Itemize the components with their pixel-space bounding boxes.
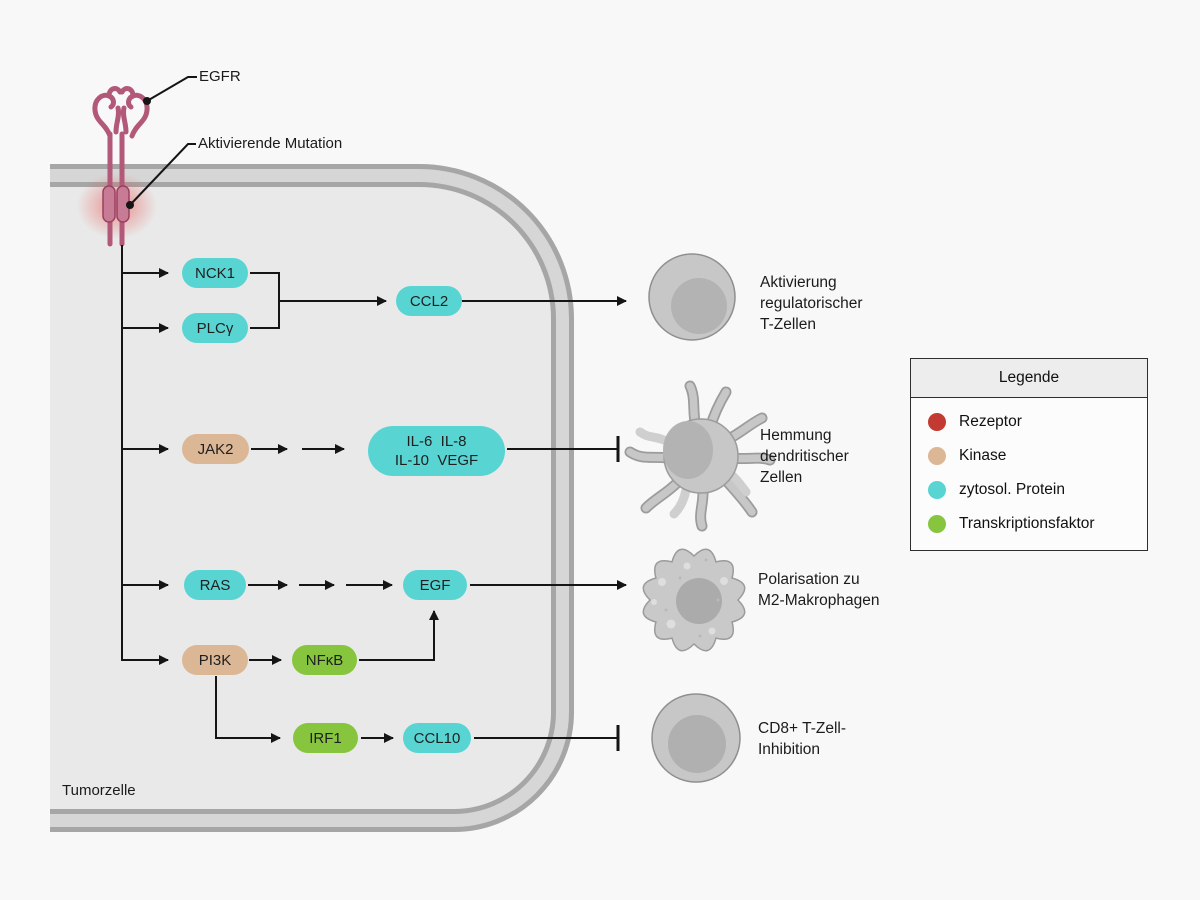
legend-item-label: zytosol. Protein	[959, 481, 1065, 498]
node-irf1: IRF1	[293, 723, 358, 753]
node-ccl2: CCL2	[396, 286, 462, 316]
cytokines-line-1: IL-6 IL-8	[406, 433, 467, 450]
node-plcy: PLCγ	[182, 313, 248, 343]
cd8-tcell-illustration	[651, 693, 741, 783]
cell-membrane	[50, 164, 574, 832]
outcome-dendritic-label: Hemmung dendritischer Zellen	[760, 427, 849, 486]
node-nck1: NCK1	[182, 258, 248, 288]
legend-items: Rezeptor Kinase zytosol. Protein Transkr…	[911, 398, 1147, 550]
node-jak2: JAK2	[182, 434, 249, 464]
node-nfkb: NFκB	[292, 645, 357, 675]
tumor-cell	[50, 164, 574, 832]
legend-item-rezeptor: Rezeptor	[928, 413, 1137, 431]
kinase-color-dot	[928, 447, 946, 465]
dendritic-cell-illustration	[624, 380, 776, 532]
legend-item-label: Transkriptionsfaktor	[959, 515, 1095, 532]
cytosolic-protein-color-dot	[928, 481, 946, 499]
egfr-leader-line	[143, 76, 197, 105]
legend-item-transkriptionsfaktor: Transkriptionsfaktor	[928, 515, 1137, 533]
node-pi3k: PI3K	[182, 645, 248, 675]
outcome-m2-label: Polarisation zu M2-Makrophagen	[758, 571, 880, 609]
legend-box: Legende Rezeptor Kinase zytosol. Protein…	[910, 358, 1148, 551]
outcome-treg-label: Aktivierung regulatorischer T-Zellen	[760, 274, 863, 333]
mutation-label: Aktivierende Mutation	[198, 135, 343, 152]
transcription-factor-color-dot	[928, 515, 946, 533]
legend-item-kinase: Kinase	[928, 447, 1137, 465]
m2-macrophage-illustration	[642, 548, 746, 652]
node-egf: EGF	[403, 570, 467, 600]
legend-item-zytosol-protein: zytosol. Protein	[928, 481, 1137, 499]
node-ccl10: CCL10	[403, 723, 471, 753]
receptor-color-dot	[928, 413, 946, 431]
outcome-cd8-label: CD8+ T-Zell- Inhibition	[758, 720, 846, 758]
treg-cell-illustration	[648, 253, 736, 341]
node-cytokines: IL-6 IL-8 IL-10 VEGF	[368, 426, 505, 476]
cytokines-line-2: IL-10 VEGF	[394, 452, 479, 469]
legend-title: Legende	[911, 359, 1147, 398]
legend-item-label: Rezeptor	[959, 413, 1022, 430]
tumor-cell-label: Tumorzelle	[62, 782, 136, 799]
node-ras: RAS	[184, 570, 246, 600]
egfr-label: EGFR	[199, 68, 241, 85]
legend-item-label: Kinase	[959, 447, 1007, 464]
